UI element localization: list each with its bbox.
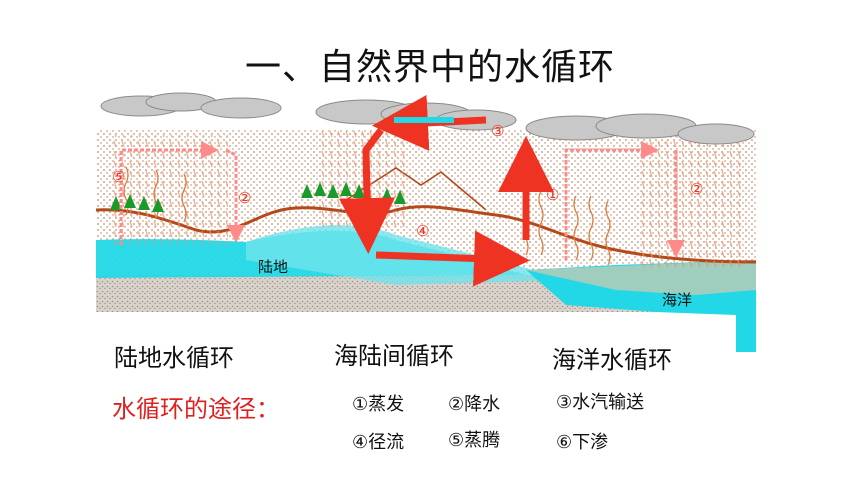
marker-5-land: ⑤ [112,168,126,186]
step-transpiration: ⑤蒸腾 [448,430,501,451]
land-label: 陆地 [258,258,289,276]
rain-area-ocean [636,130,746,270]
step-evaporation: ①蒸发 [352,394,405,415]
ocean-cycle-label: 海洋水循环 [552,346,672,374]
ocean-label: 海洋 [662,291,693,309]
step-runoff: ④径流 [352,432,405,453]
pathways-title: 水循环的途径： [112,395,280,423]
page-title: 一、自然界中的水循环 [244,47,615,88]
marker-2-ocean: ② [690,180,704,198]
small-cycle-arrows [119,141,685,260]
water-cycle-diagram [96,92,756,352]
marker-2-land: ② [238,189,252,207]
land-cycle-label: 陆地水循环 [114,344,234,372]
sea-land-cycle-label: 海陆间循环 [334,342,454,370]
marker-4-runoff: ④ [416,222,430,240]
step-precipitation: ②降水 [448,394,501,415]
marker-1-ocean: ① [546,186,560,204]
step-infiltration: ⑥下渗 [556,432,609,453]
clouds [100,92,755,145]
step-vapor-transport: ③水汽输送 [556,392,645,413]
marker-3-top: ③ [491,122,505,140]
